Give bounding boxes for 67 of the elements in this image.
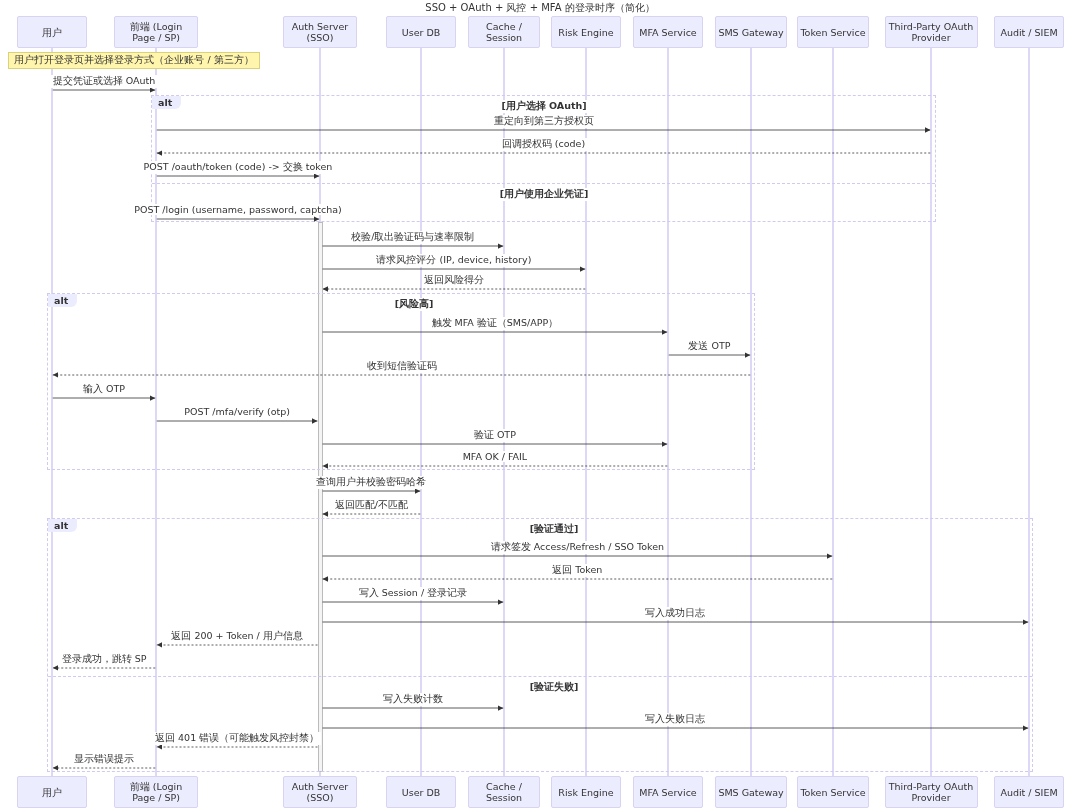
lifeline xyxy=(1028,48,1030,776)
guard-condition: [风险高] xyxy=(393,298,435,311)
fragment-tag: alt xyxy=(152,96,182,109)
guard-condition: [验证通过] xyxy=(528,523,580,536)
message-label: 请求签发 Access/Refresh / SSO Token xyxy=(488,541,667,554)
participant-box: Token Service xyxy=(797,16,869,48)
participant-box: Token Service xyxy=(797,776,869,808)
message-label: 发送 OTP xyxy=(686,340,733,353)
participant-box: User DB xyxy=(386,16,456,48)
message-label: 返回风险得分 xyxy=(421,274,486,287)
message-label: POST /mfa/verify (otp) xyxy=(182,406,292,417)
lifeline xyxy=(667,48,669,776)
message-label: 返回 401 错误（可能触发风控封禁） xyxy=(153,732,322,745)
message-label: 输入 OTP xyxy=(81,383,127,396)
message-label: 返回匹配/不匹配 xyxy=(332,499,410,512)
participant-box: Risk Engine xyxy=(551,16,621,48)
fragment-tag: alt xyxy=(48,519,78,532)
participant-box: Cache / Session xyxy=(468,16,540,48)
lifeline xyxy=(585,48,587,776)
participant-box: Risk Engine xyxy=(551,776,621,808)
participant-box: MFA Service xyxy=(633,776,703,808)
participant-box: MFA Service xyxy=(633,16,703,48)
participant-box: Auth Server (SSO) xyxy=(283,776,357,808)
participant-box: 用户 xyxy=(17,16,87,48)
guard-condition: [验证失败] xyxy=(528,681,580,694)
participant-box: 前端 (Login Page / SP) xyxy=(114,16,198,48)
message-label: 登录成功，跳转 SP xyxy=(59,653,149,666)
lifeline xyxy=(832,48,834,776)
message-label: 显示错误提示 xyxy=(72,753,136,766)
message-label: 查询用户并校验密码哈希 xyxy=(314,476,429,489)
participant-box: Auth Server (SSO) xyxy=(283,16,357,48)
lifeline xyxy=(51,48,53,776)
message-label: 返回 Token xyxy=(550,564,605,577)
participant-box: Audit / SIEM xyxy=(994,776,1064,808)
message-label: POST /oauth/token (code) -> 交换 token xyxy=(141,161,335,174)
lifeline xyxy=(930,48,932,776)
message-label: 写入 Session / 登录记录 xyxy=(356,587,470,600)
guard-condition: [用户选择 OAuth] xyxy=(500,100,588,113)
message-label: 验证 OTP xyxy=(471,429,518,442)
guard-condition: [用户使用企业凭证] xyxy=(498,188,590,201)
message-label: 请求风控评分 (IP, device, history) xyxy=(374,254,534,267)
fragment-tag: alt xyxy=(48,294,78,307)
lifeline xyxy=(503,48,505,776)
participant-box: Third-Party OAuth Provider xyxy=(884,776,978,808)
participant-box: User DB xyxy=(386,776,456,808)
message-label: 写入失败日志 xyxy=(643,713,708,726)
participant-box: SMS Gateway xyxy=(715,776,787,808)
participant-box: Third-Party OAuth Provider xyxy=(884,16,978,48)
participant-box: SMS Gateway xyxy=(715,16,787,48)
message-label: 写入失败计数 xyxy=(380,693,445,706)
participant-box: 前端 (Login Page / SP) xyxy=(114,776,198,808)
message-label: MFA OK / FAIL xyxy=(460,451,530,462)
message-label: POST /login (username, password, captcha) xyxy=(132,204,344,215)
message-label: 提交凭证或选择 OAuth xyxy=(50,75,158,88)
message-label: 校验/取出验证码与速率限制 xyxy=(349,231,477,244)
note-box: 用户打开登录页并选择登录方式（企业账号 / 第三方） xyxy=(8,52,260,69)
lifeline xyxy=(750,48,752,776)
message-label: 回调授权码 (code) xyxy=(499,138,588,151)
message-label: 返回 200 + Token / 用户信息 xyxy=(169,630,305,643)
message-label: 重定向到第三方授权页 xyxy=(491,115,596,128)
lifeline xyxy=(155,48,157,776)
participant-box: Cache / Session xyxy=(468,776,540,808)
message-label: 写入成功日志 xyxy=(643,607,708,620)
participant-box: 用户 xyxy=(17,776,87,808)
participant-box: Audit / SIEM xyxy=(994,16,1064,48)
message-label: 收到短信验证码 xyxy=(364,360,439,373)
lifeline xyxy=(420,48,422,776)
